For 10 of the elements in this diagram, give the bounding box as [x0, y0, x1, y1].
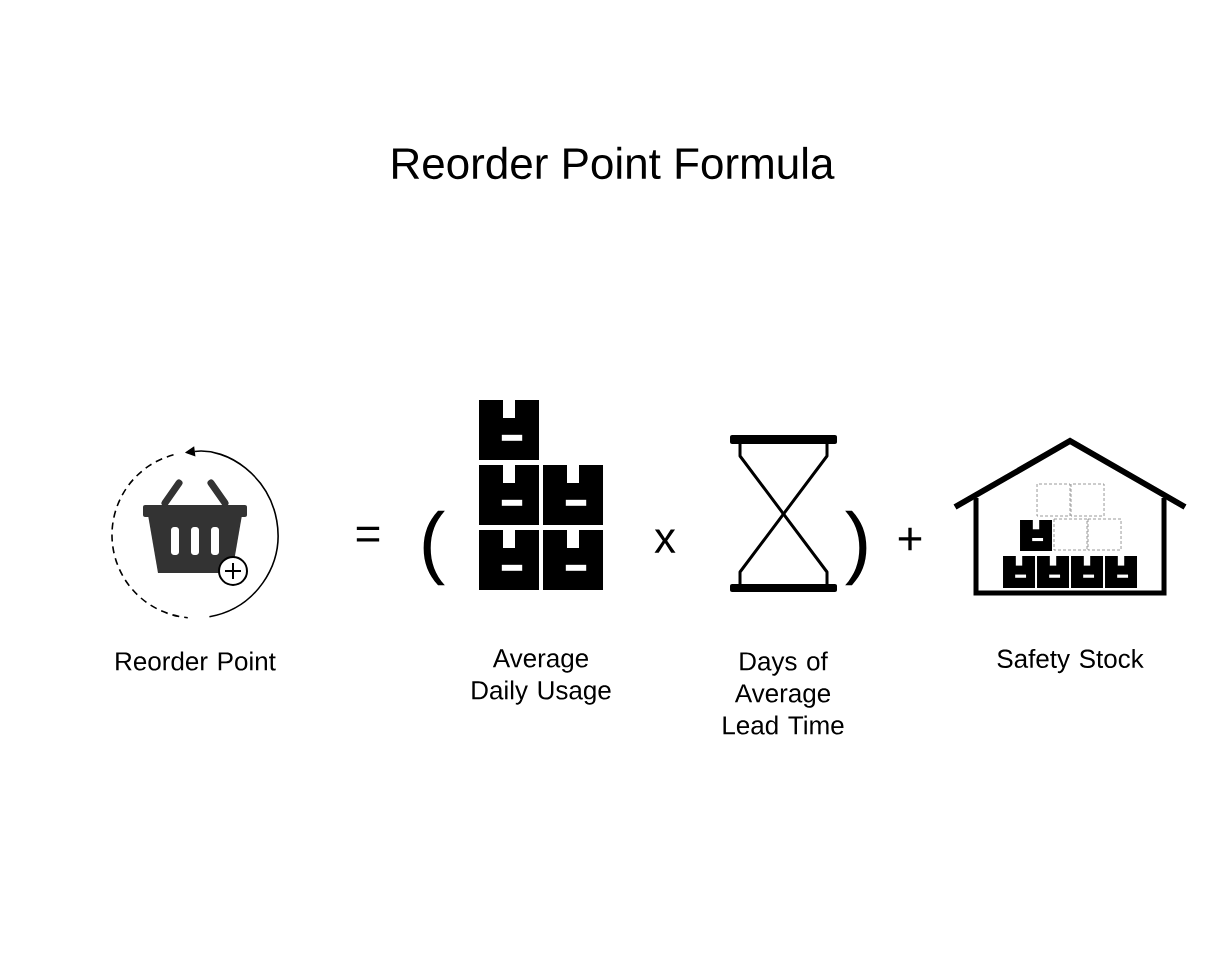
- multiply-sign: x: [654, 529, 676, 553]
- plus-sign: +: [898, 527, 922, 551]
- title: Reorder Point Formula: [393, 146, 835, 180]
- caption: Reorder Point: [116, 651, 276, 671]
- parenthesis: ): [845, 510, 867, 586]
- caption: Safety Stock: [997, 648, 1144, 674]
- parenthesis: (: [423, 510, 445, 586]
- equals-sign: =: [356, 526, 380, 542]
- caption: Average Daily Usage: [472, 649, 611, 705]
- caption: Days of Average Lead Time: [723, 651, 844, 735]
